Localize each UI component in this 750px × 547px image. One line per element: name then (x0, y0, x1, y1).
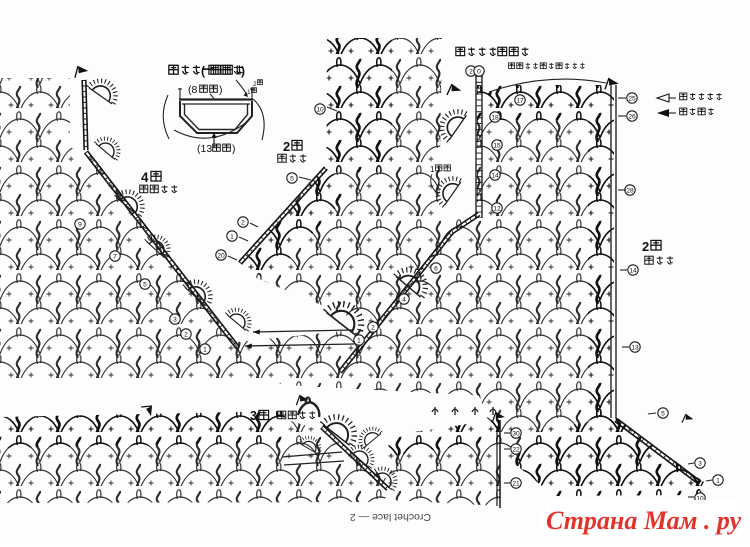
svg-text:): ) (219, 84, 223, 96)
svg-text:13: 13 (631, 344, 639, 351)
svg-text:1: 1 (430, 165, 435, 174)
svg-text:1: 1 (203, 346, 207, 353)
svg-text:1: 1 (247, 89, 251, 96)
svg-text:21: 21 (512, 480, 520, 487)
svg-text:5: 5 (290, 175, 294, 182)
svg-text:4: 4 (402, 296, 406, 303)
svg-text:14: 14 (629, 267, 637, 274)
svg-text:10: 10 (316, 106, 324, 113)
svg-text:1: 1 (716, 477, 720, 484)
svg-text:Crochet lace — 2: Crochet lace — 2 (350, 511, 431, 523)
svg-text:7: 7 (113, 253, 117, 260)
svg-text:6: 6 (434, 265, 438, 272)
svg-text:1: 1 (357, 337, 361, 344)
svg-text:2: 2 (469, 68, 473, 75)
svg-text:9: 9 (78, 221, 82, 228)
svg-text:2: 2 (642, 239, 649, 254)
svg-text:(8: (8 (188, 84, 197, 96)
svg-text:30: 30 (512, 430, 520, 437)
svg-text:): ) (232, 143, 236, 155)
svg-text:14: 14 (491, 172, 499, 179)
svg-text:20: 20 (217, 252, 225, 259)
svg-text:2: 2 (283, 139, 290, 154)
svg-text:4: 4 (141, 170, 149, 185)
svg-text:3: 3 (698, 460, 702, 467)
svg-text:(13: (13 (197, 143, 212, 155)
svg-text:12: 12 (493, 205, 501, 212)
svg-text:26: 26 (628, 113, 636, 120)
svg-text:2: 2 (371, 324, 375, 331)
svg-text:5: 5 (661, 410, 665, 417)
svg-text:5: 5 (143, 281, 147, 288)
svg-text:10: 10 (696, 495, 704, 502)
svg-text:Страна Мам . ру: Страна Мам . ру (546, 506, 742, 535)
svg-text:25: 25 (628, 95, 636, 102)
svg-text:1: 1 (230, 233, 234, 240)
svg-text:0: 0 (477, 68, 481, 75)
svg-text:17: 17 (516, 97, 524, 104)
svg-text:28: 28 (626, 187, 634, 194)
svg-text:2: 2 (184, 331, 188, 338)
svg-text:): ) (241, 64, 245, 78)
svg-text:3: 3 (173, 316, 177, 323)
svg-text:2: 2 (241, 219, 245, 226)
svg-text:15: 15 (493, 142, 501, 149)
svg-text:22: 22 (512, 446, 520, 453)
svg-text:3: 3 (250, 409, 257, 423)
svg-text:18: 18 (491, 114, 499, 121)
svg-text:2: 2 (253, 81, 257, 88)
svg-text:(: ( (201, 64, 205, 78)
